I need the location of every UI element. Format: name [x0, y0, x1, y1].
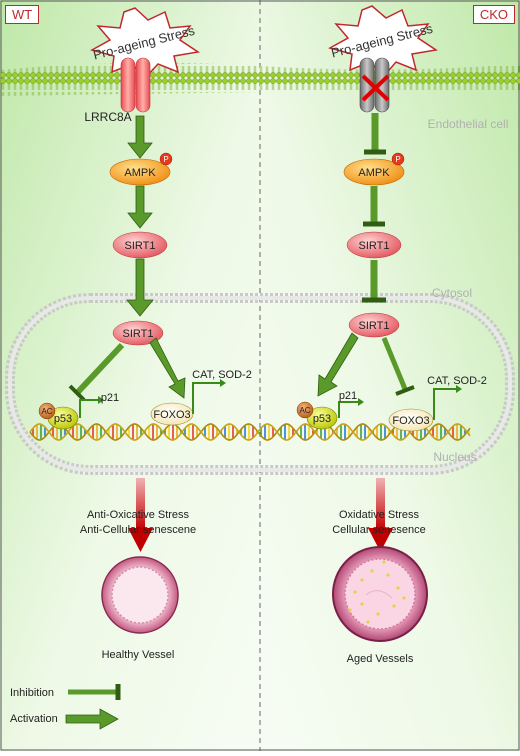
- deleted-channel: [359, 57, 390, 113]
- svg-text:p53: p53: [313, 413, 331, 425]
- legend-activation-symbol: [65, 708, 119, 730]
- cko-ampk: AMPK P: [343, 152, 405, 186]
- cko-sirt1-cytosol: SIRT1: [346, 231, 402, 259]
- svg-text:SIRT1: SIRT1: [123, 328, 154, 340]
- legend-activation-label: Activation: [10, 713, 58, 725]
- aged-vessel-label: Aged Vessels: [347, 653, 414, 665]
- lrrc8a-channel: [120, 57, 151, 113]
- legend: Inhibition Activation: [10, 684, 121, 730]
- svg-text:p53: p53: [54, 413, 72, 425]
- wt-p21-label: p21: [101, 392, 119, 404]
- cko-inhibition-foxo3: [381, 337, 415, 396]
- cko-ac-badge: AC: [299, 406, 310, 415]
- wt-ampk: AMPK P: [109, 152, 173, 186]
- wt-sirt1-nucleus: SIRT1: [112, 320, 164, 346]
- wt-activation-arrow-2: [127, 185, 153, 229]
- aged-vessel: [332, 546, 428, 642]
- wt-panel-label: WT: [5, 5, 40, 24]
- svg-text:FOXO3: FOXO3: [153, 409, 190, 421]
- cko-outcome-line2: Cellular senesence: [332, 524, 426, 536]
- cko-p53-complex: p53 AC p21: [296, 390, 364, 430]
- wt-foxo3-complex: FOXO3 CAT, SOD-2: [150, 369, 252, 426]
- wt-p53-complex: p53 AC p21: [38, 392, 119, 430]
- wt-outcome-line1: Anti-Oxicative Stress: [87, 509, 190, 521]
- cytosol-label: Cytosol: [432, 286, 472, 300]
- cko-targets-label: CAT, SOD-2: [427, 375, 487, 387]
- svg-text:SIRT1: SIRT1: [359, 240, 390, 252]
- wt-outcome-arrow: [128, 478, 153, 552]
- cko-sirt1-nucleus: SIRT1: [348, 312, 400, 338]
- healthy-vessel: [101, 556, 179, 634]
- healthy-vessel-label: Healthy Vessel: [102, 649, 175, 661]
- nucleus-label: Nucleus: [433, 450, 476, 464]
- wt-activation-arrow-3: [126, 258, 154, 317]
- cko-phospho-badge: P: [395, 155, 400, 164]
- cko-outcome-line1: Oxidative Stress: [339, 509, 420, 521]
- svg-text:FOXO3: FOXO3: [392, 415, 429, 427]
- nuclear-envelope: [5, 293, 515, 475]
- cko-inhibition-2: [363, 186, 385, 227]
- lrrc8a-label: LRRC8A: [84, 110, 131, 124]
- cko-panel-label: CKO: [472, 5, 515, 24]
- wt-inhibition-p53: [68, 342, 125, 402]
- wt-stress-burst: Pro-ageing Stress: [90, 7, 200, 80]
- wt-activation-arrow-1: [127, 115, 153, 159]
- cko-activation-p53: [317, 332, 359, 397]
- svg-text:AMPK: AMPK: [358, 167, 390, 179]
- wt-targets-label: CAT, SOD-2: [192, 369, 252, 381]
- cko-outcome-arrow: [368, 478, 393, 552]
- wt-activation-foxo3: [149, 337, 186, 399]
- wt-outcome-line2: Anti-Cellular senescene: [80, 524, 196, 536]
- wt-sirt1-cytosol: SIRT1: [112, 231, 168, 259]
- cko-stress-burst: Pro-ageing Stress: [328, 5, 438, 78]
- svg-text:SIRT1: SIRT1: [359, 320, 390, 332]
- wt-phospho-badge: P: [163, 155, 168, 164]
- endothelial-label: Endothelial cell: [428, 117, 509, 131]
- wt-ac-badge: AC: [41, 407, 52, 416]
- svg-text:SIRT1: SIRT1: [125, 240, 156, 252]
- svg-text:AMPK: AMPK: [124, 167, 156, 179]
- legend-inhibition-label: Inhibition: [10, 687, 54, 699]
- cko-foxo3-complex: FOXO3 CAT, SOD-2: [388, 375, 487, 432]
- cko-inhibition-3: [362, 260, 386, 303]
- cko-p21-label: p21: [339, 390, 357, 402]
- cko-inhibition-1: [364, 113, 386, 155]
